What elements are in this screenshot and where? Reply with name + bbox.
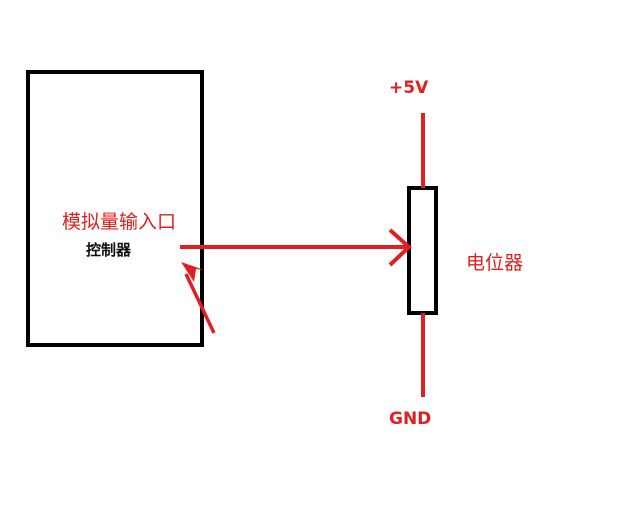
wiper-arrowhead	[388, 228, 412, 267]
vcc-label: +5V	[389, 78, 429, 98]
potentiometer-body	[407, 186, 438, 315]
pointer-arrow-shaft	[184, 273, 216, 334]
pointer-arrow-head	[181, 262, 204, 282]
gnd-label: GND	[389, 409, 432, 429]
analog-input-label: 模拟量输入口	[62, 211, 177, 233]
controller-box	[26, 70, 204, 347]
potentiometer-label: 电位器	[466, 252, 524, 274]
controller-label: 控制器	[86, 241, 132, 259]
